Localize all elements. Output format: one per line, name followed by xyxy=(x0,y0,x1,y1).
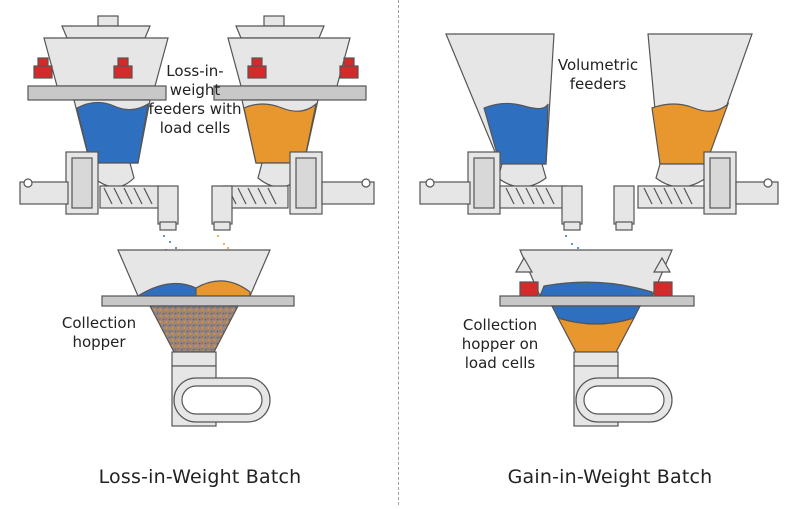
right-panel-drawing xyxy=(419,33,779,427)
left-panel-drawing xyxy=(19,15,375,427)
left-hopper-label: Collection hopper xyxy=(61,314,137,351)
right-feeder-orange xyxy=(613,33,779,231)
left-collection-hopper xyxy=(101,249,295,427)
right-caption: Gain-in-Weight Batch xyxy=(507,466,713,488)
right-feeders-label: Volumetric feeders xyxy=(557,56,639,93)
right-collection-hopper xyxy=(499,249,695,427)
left-caption: Loss-in-Weight Batch xyxy=(98,466,302,488)
right-hopper-label: Collection hopper on load cells xyxy=(461,316,539,372)
panel-divider xyxy=(398,0,399,505)
left-feeders-label: Loss-in- weight feeders with load cells xyxy=(148,62,242,137)
left-feeder-orange xyxy=(211,15,375,231)
left-feeder-blue xyxy=(19,15,179,231)
right-feeder-blue xyxy=(419,33,583,231)
